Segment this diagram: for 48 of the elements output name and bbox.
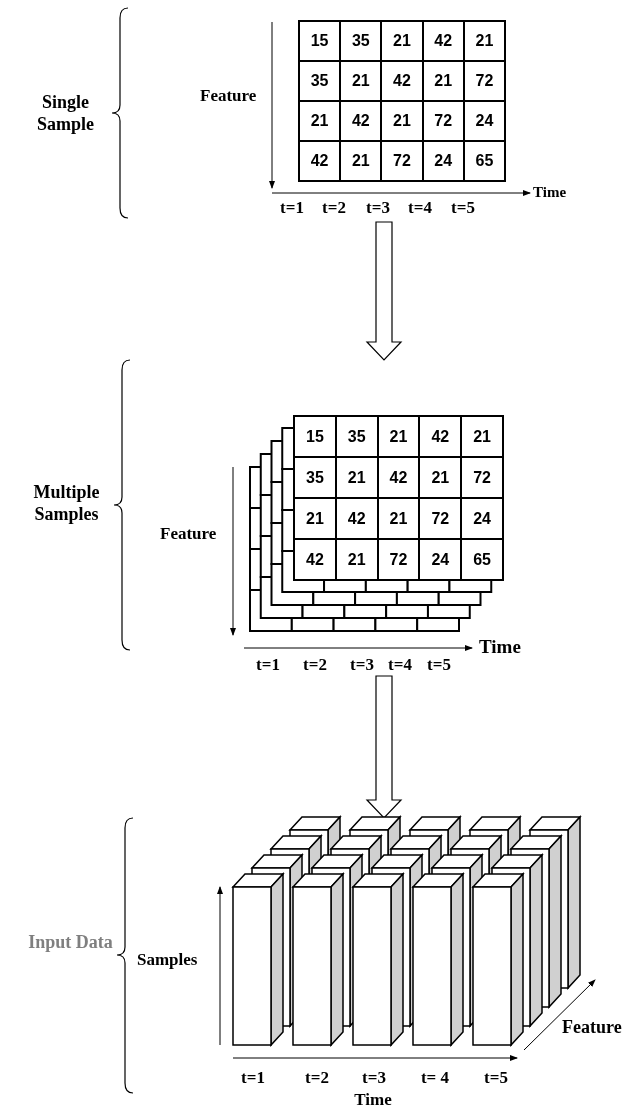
table-cell: 21 <box>293 497 337 540</box>
axis-label: t=3 <box>362 1068 386 1088</box>
axis-label: Feature <box>562 1017 622 1038</box>
group-label: Multiple Samples <box>32 482 101 526</box>
axis-label: Time <box>533 184 567 201</box>
table-cell: 21 <box>460 415 504 458</box>
table-cell: 35 <box>293 456 337 499</box>
table-cell: 21 <box>334 538 379 581</box>
axis-label: t=5 <box>427 655 451 675</box>
table-cell: 15 <box>298 20 342 62</box>
axis-label: t=3 <box>350 655 374 675</box>
axis-label: t=1 <box>280 198 304 218</box>
table-cell: 72 <box>460 456 504 499</box>
table-cell: 72 <box>418 497 463 540</box>
table-cell: 65 <box>462 140 506 182</box>
axis-label: t=1 <box>256 655 280 675</box>
table-cell: 42 <box>293 538 337 581</box>
axis-label: t=4 <box>388 655 412 675</box>
axis-label: Samples <box>137 950 198 970</box>
group-label: Single Sample <box>36 92 95 136</box>
table-cell: 72 <box>376 538 421 581</box>
axis-label: Time <box>479 636 521 658</box>
axis-label: t=4 <box>408 198 432 218</box>
axis-label: Time <box>354 1090 392 1110</box>
axis-label: t=5 <box>484 1068 508 1088</box>
axis-label: t=1 <box>241 1068 265 1088</box>
table-cell: 15 <box>293 415 337 458</box>
axis-label: t=2 <box>322 198 346 218</box>
block-arrow <box>365 675 403 819</box>
axis-label: t=2 <box>305 1068 329 1088</box>
table-cell: 65 <box>460 538 504 581</box>
axis-label: Feature <box>160 524 217 544</box>
table-cell: 24 <box>460 497 504 540</box>
table-cell: 21 <box>462 20 506 62</box>
table-cell: 35 <box>334 415 379 458</box>
block-arrow <box>365 221 403 361</box>
axis-label: t= 4 <box>420 1068 450 1088</box>
group-label: Input Data <box>28 932 113 954</box>
axis-label: t=2 <box>303 655 327 675</box>
table-cell: 21 <box>418 456 463 499</box>
table-cell: 24 <box>418 538 463 581</box>
table-cell: 21 <box>334 456 379 499</box>
axis-label: Feature <box>200 86 257 106</box>
axis-label: t=5 <box>451 198 475 218</box>
table-cell: 42 <box>334 497 379 540</box>
table-cell: 42 <box>298 140 342 182</box>
axis-label: t=3 <box>366 198 390 218</box>
table-cell: 42 <box>418 415 463 458</box>
